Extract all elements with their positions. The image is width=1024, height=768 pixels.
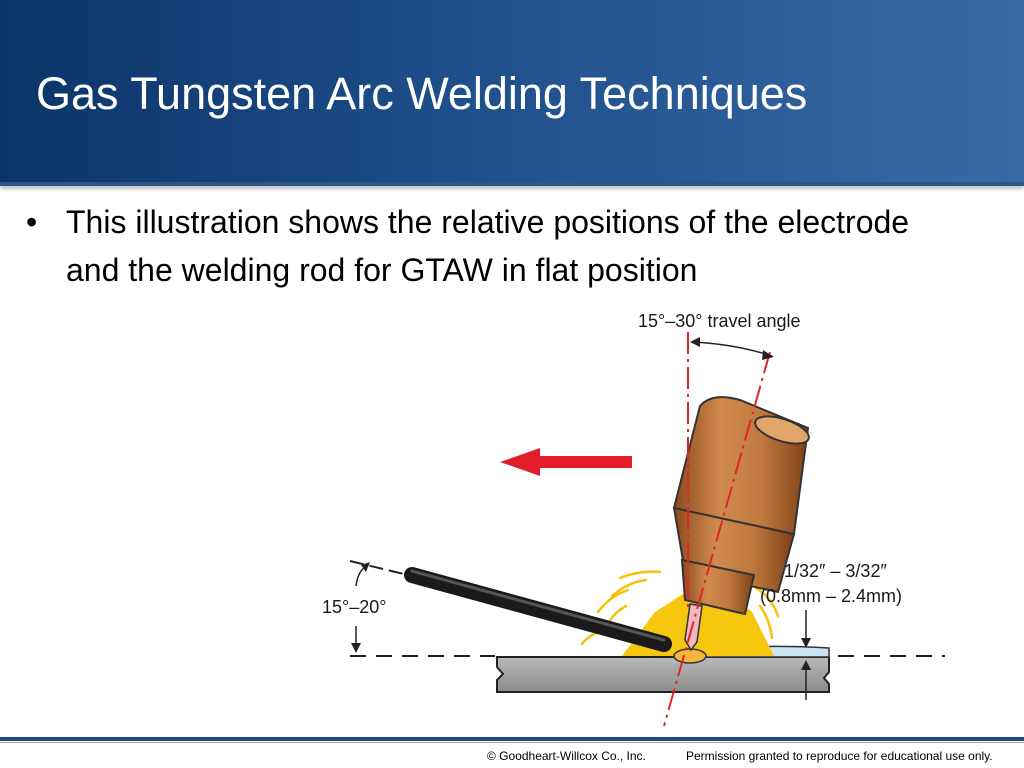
bullet-item: • This illustration shows the relative p… (26, 198, 976, 294)
base-plate (496, 656, 830, 693)
arc-length-label-mm: (0.8mm – 2.4mm) (760, 586, 902, 606)
travel-angle-arrowhead-right (762, 350, 774, 360)
travel-angle-arrowhead-left (690, 337, 700, 347)
footer-rule (0, 737, 1024, 741)
torch-cup (672, 396, 810, 616)
bullet-text: This illustration shows the relative pos… (66, 204, 910, 288)
bullet-dot-icon: • (26, 204, 38, 240)
electrode-centerline (663, 351, 771, 727)
title-bar: Gas Tungsten Arc Welding Techniques (0, 0, 1024, 186)
travel-angle-label: 15°–30° travel angle (638, 311, 801, 331)
footer-permission: Permission granted to reproduce for educ… (686, 749, 993, 763)
molten-pool (673, 648, 707, 664)
footer-rule-thin (0, 742, 1024, 743)
bullet-list: • This illustration shows the relative p… (26, 198, 976, 294)
travel-direction-arrow-icon (500, 448, 632, 476)
rod-angle-arrowhead-bottom (351, 643, 361, 653)
filler-rod (404, 567, 672, 652)
gtaw-illustration: 15°–30° travel angle 15°–20° 1/32″ – 3/3… (322, 311, 945, 727)
arc-length-label-inch: 1/32″ – 3/32″ (784, 561, 887, 581)
footer-copyright: © Goodheart-Willcox Co., Inc. (487, 749, 646, 763)
travel-angle-arc (691, 341, 773, 357)
slide-title: Gas Tungsten Arc Welding Techniques (36, 68, 808, 119)
arc-length-arrowhead-bottom (801, 660, 811, 670)
rod-angle-reference-line (349, 560, 413, 577)
rod-angle-label: 15°–20° (322, 597, 386, 617)
arc-length-arrowhead-top (801, 638, 811, 648)
rod-angle-arrowhead-top (361, 562, 370, 572)
